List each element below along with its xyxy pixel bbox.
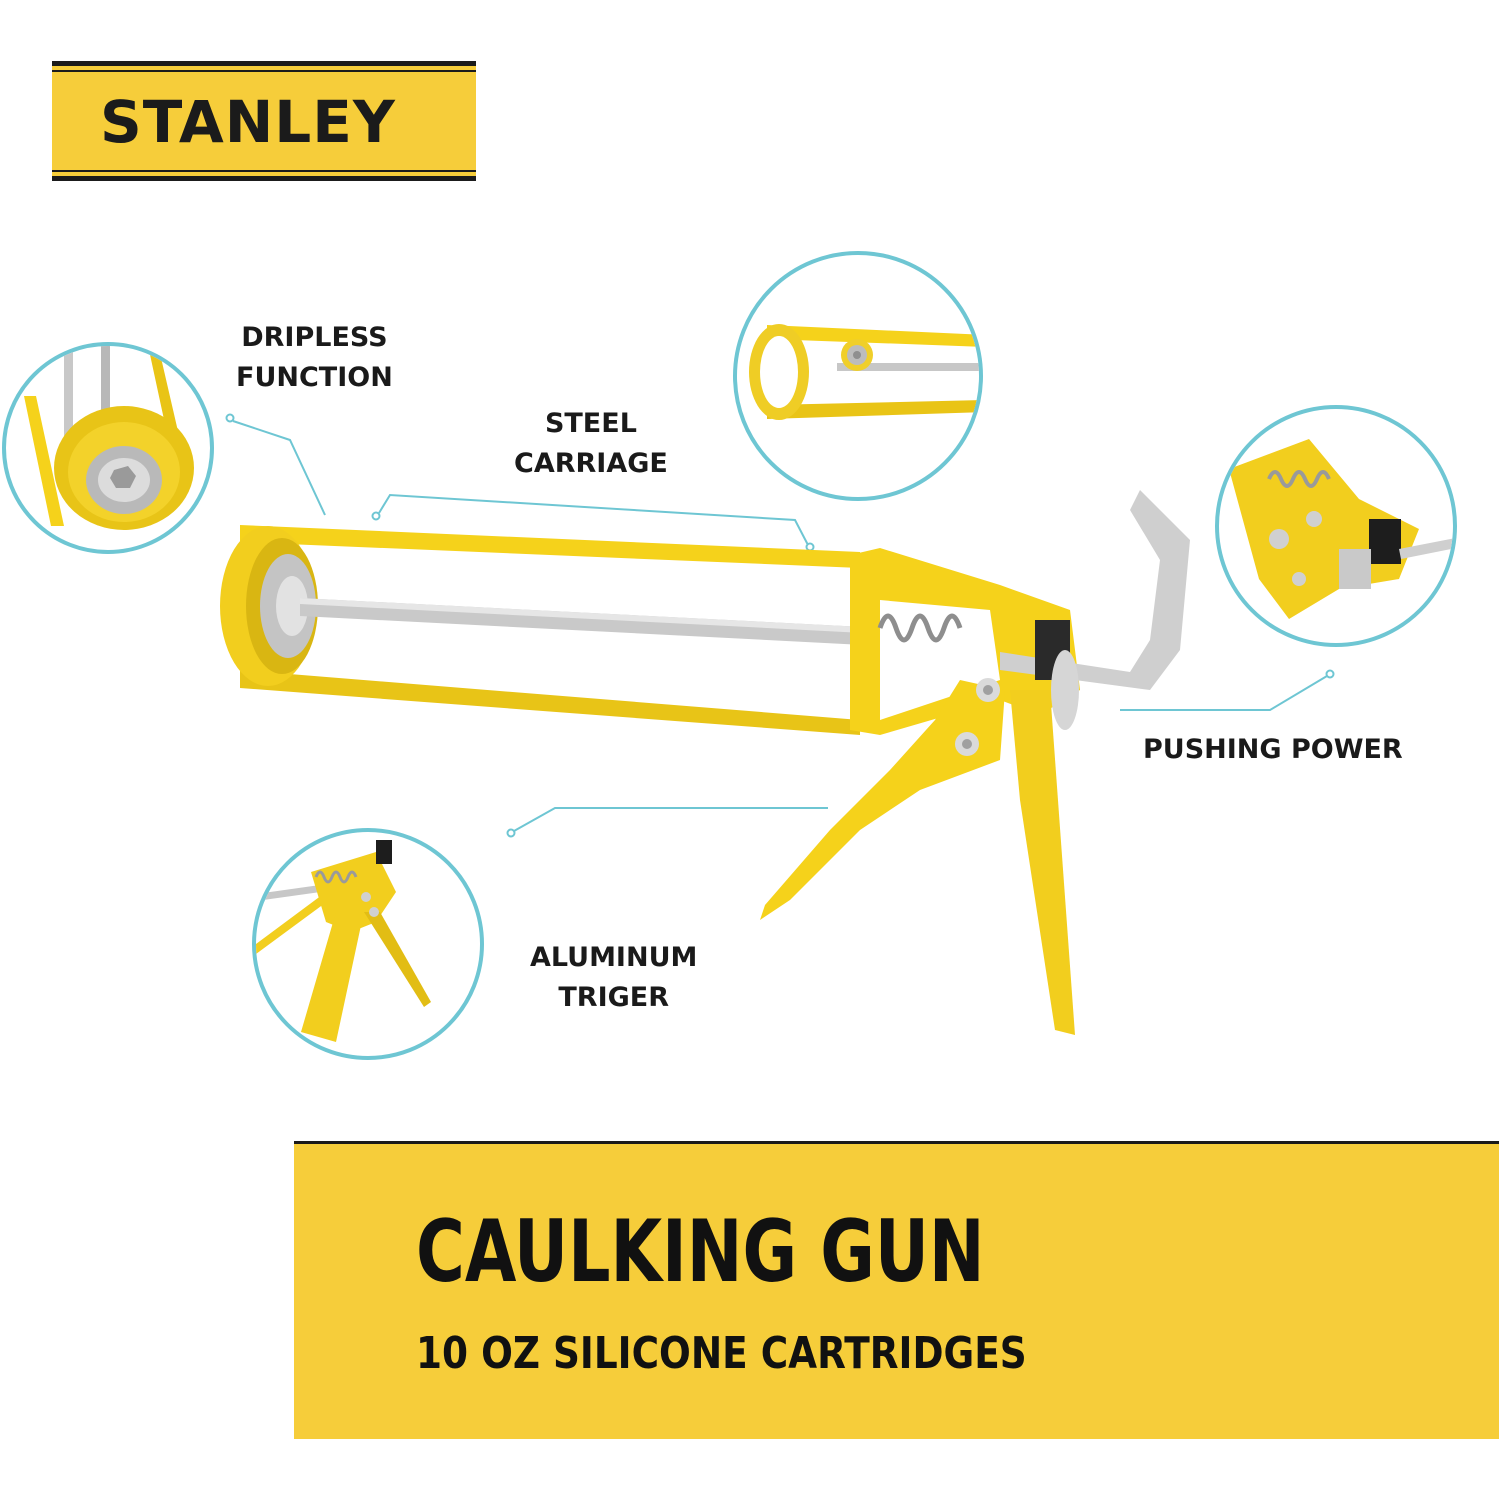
dripless-line2: FUNCTION (236, 362, 393, 393)
pushing-power-detail-image (1215, 405, 1457, 647)
brand-name: STANLEY (100, 88, 396, 156)
product-title: CAULKING GUN (416, 1202, 985, 1302)
dripless-function-label: DRIPLESS FUNCTION (236, 318, 393, 398)
product-banner: CAULKING GUN 10 OZ SILICONE CARTRIDGES (294, 1141, 1499, 1439)
trigger-detail-image (252, 828, 484, 1060)
steel-carriage-detail-image (733, 251, 983, 501)
carriage-line1: STEEL (544, 408, 637, 439)
product-subtitle: 10 OZ SILICONE CARTRIDGES (416, 1328, 1027, 1379)
steel-carriage-label: STEEL CARRIAGE (514, 404, 668, 484)
aluminum-trigger-label: ALUMINUM TRIGER (530, 938, 697, 1018)
trigger-line2: TRIGER (558, 982, 670, 1013)
pushing-power-label: PUSHING POWER (1143, 730, 1403, 770)
pushing-line1: PUSHING POWER (1143, 734, 1403, 765)
dripless-detail-image (2, 342, 214, 554)
trigger-line1: ALUMINUM (530, 942, 698, 973)
stanley-logo: STANLEY (52, 61, 476, 181)
carriage-line2: CARRIAGE (514, 448, 668, 479)
dripless-line1: DRIPLESS (241, 322, 388, 353)
